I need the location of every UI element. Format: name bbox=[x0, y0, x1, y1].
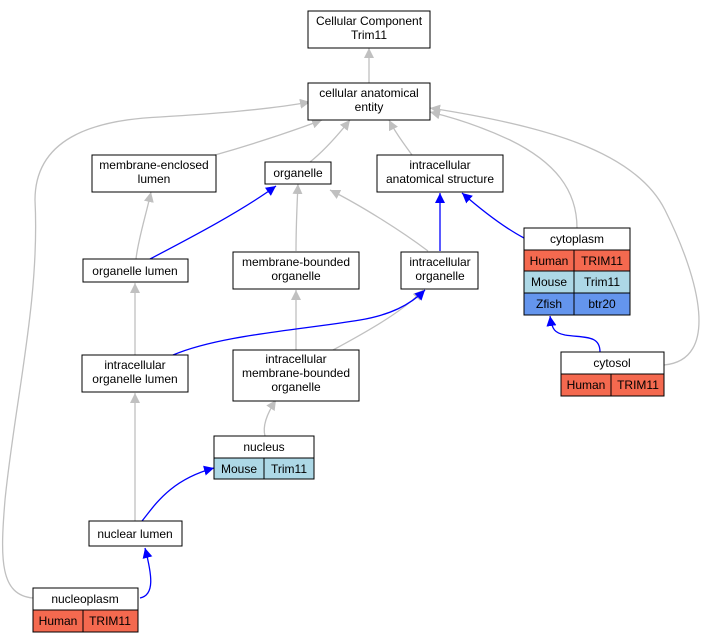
edge-imbo-to-io bbox=[332, 289, 424, 351]
node-nucleus-title: nucleus bbox=[243, 440, 284, 454]
node-cytoplasm[interactable]: cytoplasm Human TRIM11 Mouse Trim11 Zfis… bbox=[523, 227, 631, 316]
node-intracellular-organelle[interactable]: intracellular organelle bbox=[400, 251, 479, 290]
node-organelle[interactable]: organelle bbox=[264, 161, 332, 185]
edge-iol-to-io bbox=[172, 289, 426, 356]
cytoplasm-row-zfish: Zfish btr20 bbox=[523, 292, 631, 316]
node-nucleoplasm[interactable]: nucleoplasm Human TRIM11 bbox=[32, 587, 139, 633]
nucleus-species-mouse: Mouse bbox=[221, 462, 257, 476]
node-root-line-2: Trim11 bbox=[351, 28, 387, 42]
cytoplasm-species-zfish: Zfish bbox=[536, 297, 562, 311]
node-intracellular-membrane-bounded-organelle[interactable]: intracellular membrane-bounded organelle bbox=[232, 349, 360, 402]
node-io-line-1: intracellular bbox=[409, 255, 470, 269]
node-membrane-enclosed-lumen[interactable]: membrane-enclosed lumen bbox=[91, 154, 217, 193]
cytoplasm-species-mouse: Mouse bbox=[531, 275, 567, 289]
edge-cytoplasm-to-cae bbox=[429, 109, 578, 229]
node-iol-line-1: intracellular bbox=[104, 358, 165, 372]
node-mel-line-2: lumen bbox=[138, 172, 171, 186]
edge-mbo-to-org bbox=[292, 183, 303, 252]
node-nplasm-title: nucleoplasm bbox=[51, 592, 118, 606]
cytoplasm-gene-zfish: btr20 bbox=[588, 297, 616, 311]
edge-nlum-to-nucleus bbox=[141, 465, 215, 522]
node-root-line-1: Cellular Component bbox=[316, 14, 423, 28]
node-cytosol-title: cytosol bbox=[593, 356, 630, 370]
edges bbox=[1, 48, 700, 599]
edge-io-to-org bbox=[329, 189, 429, 252]
nucleoplasm-species-human: Human bbox=[39, 614, 78, 628]
cytoplasm-species-human: Human bbox=[530, 254, 569, 268]
node-intracellular-organelle-lumen[interactable]: intracellular organelle lumen bbox=[81, 354, 189, 393]
node-cytosol[interactable]: cytosol Human TRIM11 bbox=[560, 351, 665, 397]
node-root[interactable]: Cellular Component Trim11 bbox=[307, 10, 431, 49]
edge-org-to-cae bbox=[309, 119, 351, 163]
nucleus-gene-mouse: Trim11 bbox=[271, 462, 307, 476]
node-membrane-bounded-organelle[interactable]: membrane-bounded organelle bbox=[232, 251, 360, 290]
edge-cytosol-to-cytoplasm bbox=[546, 315, 601, 353]
cytoplasm-row-human: Human TRIM11 bbox=[523, 249, 631, 272]
node-ias-line-2: anatomical structure bbox=[386, 172, 494, 186]
edge-orglum-to-mel bbox=[135, 191, 154, 260]
node-intracellular-anatomical-structure[interactable]: intracellular anatomical structure bbox=[376, 154, 504, 193]
cytosol-gene-human: TRIM11 bbox=[617, 378, 659, 392]
node-mel-line-1: membrane-enclosed bbox=[99, 158, 208, 172]
edge-cytoplasm-to-ias bbox=[461, 192, 525, 239]
edge-cytosol-to-cae bbox=[429, 104, 700, 366]
node-cae-line-1: cellular anatomical bbox=[319, 86, 418, 100]
edge-nplasm-to-cae bbox=[1, 98, 311, 599]
node-org-line-1: organelle bbox=[273, 166, 323, 180]
node-mbo-line-2: organelle bbox=[271, 269, 321, 283]
node-ias-line-1: intracellular bbox=[409, 158, 470, 172]
cytosol-species-human: Human bbox=[567, 378, 606, 392]
node-nuclear-lumen[interactable]: nuclear lumen bbox=[88, 520, 183, 547]
node-nucleus[interactable]: nucleus Mouse Trim11 bbox=[213, 435, 315, 480]
edge-nplasm-to-nlum bbox=[139, 547, 153, 599]
cytoplasm-row-mouse: Mouse Trim11 bbox=[523, 270, 631, 294]
cytosol-row-human: Human TRIM11 bbox=[560, 373, 665, 397]
node-imbo-line-3: organelle bbox=[271, 380, 321, 394]
edge-orglum-to-org bbox=[149, 185, 277, 260]
node-cellular-anatomical-entity[interactable]: cellular anatomical entity bbox=[307, 82, 431, 121]
node-organelle-lumen[interactable]: organelle lumen bbox=[82, 258, 189, 283]
node-cae-line-2: entity bbox=[355, 100, 384, 114]
node-imbo-line-1: intracellular bbox=[265, 352, 326, 366]
cytoplasm-gene-mouse: Trim11 bbox=[584, 275, 620, 289]
nucleoplasm-gene-human: TRIM11 bbox=[89, 614, 131, 628]
edge-nucleus-to-imbo bbox=[263, 399, 277, 437]
node-cytoplasm-title: cytoplasm bbox=[550, 232, 604, 246]
node-mbo-line-1: membrane-bounded bbox=[242, 255, 350, 269]
cytoplasm-gene-human: TRIM11 bbox=[581, 254, 623, 268]
nucleus-row-mouse: Mouse Trim11 bbox=[213, 457, 315, 480]
node-nlum-line-1: nuclear lumen bbox=[97, 527, 172, 541]
node-imbo-line-2: membrane-bounded bbox=[242, 366, 350, 380]
edge-ias-to-cae bbox=[388, 119, 413, 156]
nucleoplasm-row-human: Human TRIM11 bbox=[32, 609, 139, 633]
node-orglum-line-1: organelle lumen bbox=[92, 264, 177, 278]
node-iol-line-2: organelle lumen bbox=[92, 372, 177, 386]
node-io-line-2: organelle bbox=[415, 269, 465, 283]
edge-mel-to-cae bbox=[214, 118, 323, 156]
